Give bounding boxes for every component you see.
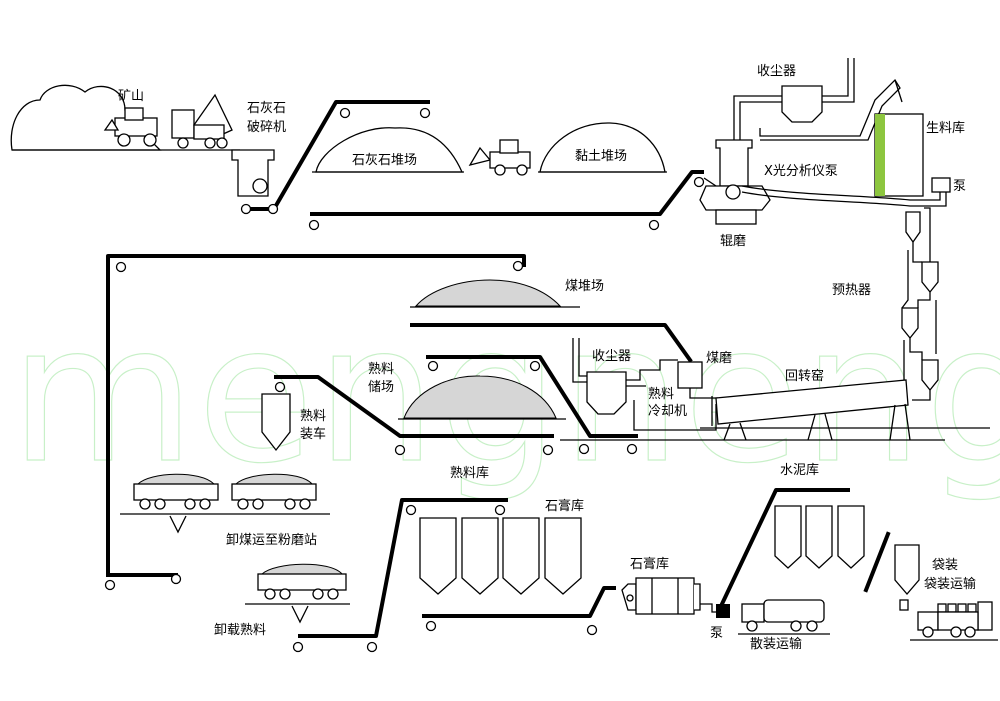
- coal-wagon-2: [231, 473, 317, 510]
- label-bulk-transport: 散装运输: [750, 636, 802, 652]
- gypsum-silos: [419, 517, 582, 595]
- belt-coal-to-mill: [410, 323, 693, 363]
- belt-silos-to-mill: [422, 586, 616, 618]
- label-limestone-crusher-1: 石灰石: [247, 101, 286, 116]
- label-cement-silo: 水泥库: [780, 462, 819, 478]
- label-limestone-yard: 石灰石堆场: [352, 153, 417, 168]
- label-bagging: 袋装: [932, 558, 958, 573]
- label-clinker-cooler-2: 冷却机: [648, 404, 687, 419]
- label-roller-mill: 辊磨: [720, 234, 746, 249]
- limestone-yard-pile: [315, 127, 464, 173]
- label-dust-collector-mid: 收尘器: [592, 349, 631, 364]
- front-loader-icon: [468, 139, 531, 176]
- coal-mill: [677, 361, 718, 399]
- label-mine: 矿山: [118, 89, 144, 104]
- dust-collector-mid: [572, 338, 678, 415]
- cement-mill: [621, 577, 701, 615]
- label-clay-yard: 黏土堆场: [575, 148, 627, 164]
- belt-bagging: [863, 531, 891, 593]
- label-clinker-loading-2: 装车: [300, 426, 326, 442]
- label-clinker-loading-1: 熟料: [300, 408, 326, 424]
- coal-yard-pile: [414, 279, 562, 307]
- label-coal-yard: 煤堆场: [565, 279, 604, 294]
- dust-collector-top: [733, 58, 903, 141]
- belt-pump-to-cement-silo: [719, 488, 850, 607]
- coal-wagon-1: [133, 473, 219, 510]
- rotary-kiln: [700, 379, 990, 441]
- label-xray-pump: X光分析仪泵: [764, 164, 838, 179]
- belt-clinker-to-silos: [298, 498, 508, 638]
- label-clinker-storage-2: 储场: [368, 380, 394, 395]
- label-gypsum-silo: 石膏库: [545, 498, 584, 514]
- label-clinker-storage-1: 熟料: [368, 361, 394, 377]
- dump-truck-icon: [171, 93, 233, 149]
- label-dust-collector-top: 收尘器: [757, 64, 796, 79]
- label-limestone-crusher-2: 破碎机: [247, 120, 286, 135]
- clinker-storage-pile: [403, 375, 557, 419]
- preheater-tower: [901, 207, 939, 401]
- label-pump-bottom: 泵: [710, 626, 723, 641]
- silo-accent-bar: [875, 114, 885, 196]
- belt-coal-long: [106, 254, 526, 577]
- clay-yard-pile: [539, 122, 666, 173]
- roller-mill: [699, 139, 771, 225]
- raw-meal-silo: [874, 113, 951, 197]
- label-preheater: 预热器: [832, 283, 871, 298]
- label-gypsum-mill: 石膏库: [630, 556, 669, 572]
- bagging-hopper: [894, 544, 920, 611]
- belt-yards-to-mill: [310, 170, 704, 216]
- clinker-wagon: [257, 563, 347, 600]
- clinker-loading-hopper: [261, 393, 291, 452]
- label-unload-coal: 卸煤运至粉磨站: [226, 532, 317, 548]
- label-bagged-transport: 袋装运输: [924, 576, 976, 592]
- label-raw-meal-silo: 生料库: [926, 120, 965, 136]
- loader-icon: [103, 107, 158, 147]
- label-coal-mill: 煤磨: [706, 351, 732, 366]
- crusher-hopper: [231, 149, 275, 197]
- label-rotary-kiln: 回转窑: [785, 368, 824, 384]
- label-clinker-cooler-1: 熟料: [648, 386, 674, 402]
- label-clinker-silo: 熟料库: [450, 465, 489, 481]
- label-unload-clinker: 卸载熟料: [214, 622, 266, 638]
- belt-cooler-to-storage: [426, 355, 638, 438]
- bagged-truck: [917, 601, 993, 638]
- bulk-truck: [741, 599, 825, 632]
- clinker-cooler: [633, 400, 717, 431]
- label-pump-right: 泵: [953, 179, 966, 194]
- belt-storage-to-loading: [274, 375, 554, 438]
- belt-crusher-to-yard: [244, 100, 430, 211]
- cement-silos: [774, 505, 865, 569]
- cement-pump: [700, 603, 730, 618]
